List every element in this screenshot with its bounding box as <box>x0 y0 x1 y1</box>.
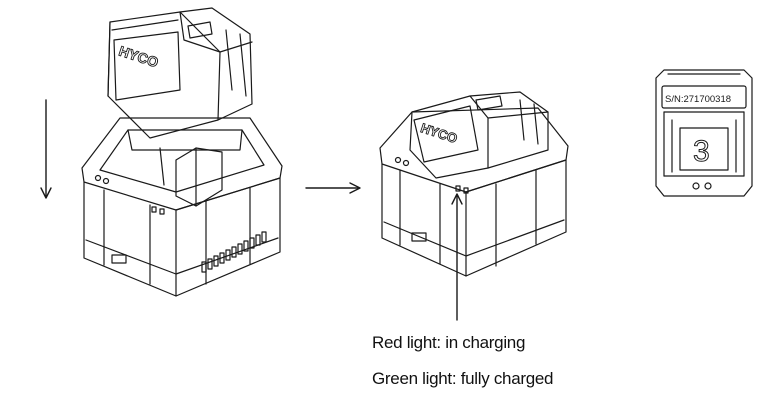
led-pointer-arrow <box>451 193 463 321</box>
slot-number: 3 <box>693 135 710 168</box>
vent-slots <box>201 231 267 273</box>
step-arrow <box>305 182 361 194</box>
battery-left <box>107 7 253 139</box>
caption-green-light: Green light: fully charged <box>372 369 554 388</box>
serial-number-label: S/N:271700318 <box>665 94 731 105</box>
insertion-arrow <box>40 99 52 199</box>
battery-center <box>409 91 549 179</box>
brand-label-left: HYCO <box>117 43 161 71</box>
brand-label-center: HYCO <box>419 120 459 146</box>
caption-red-light: Red light: in charging <box>372 333 526 352</box>
charger-base-left <box>81 117 283 297</box>
battery-back-view <box>655 69 753 197</box>
charger-base-center <box>379 107 569 277</box>
